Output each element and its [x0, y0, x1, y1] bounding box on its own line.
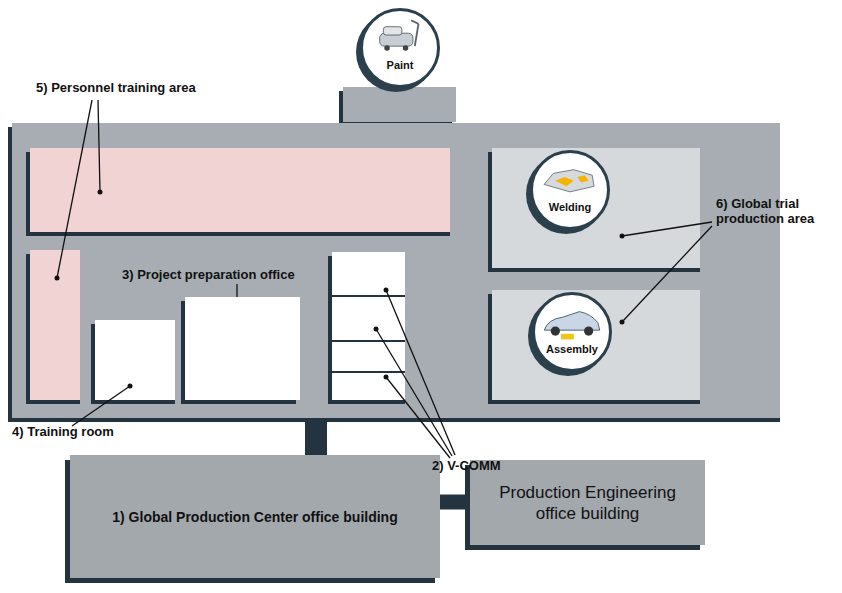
- leader-lines: [57, 100, 712, 458]
- room-name: 1) Global Production Center office build…: [112, 508, 397, 526]
- vcomm-block: [332, 252, 405, 400]
- process-circle: Assembly: [532, 292, 612, 372]
- callout-label: 6) Global trial production area: [716, 196, 826, 226]
- training-area: [30, 250, 80, 400]
- room-divider: [332, 295, 405, 297]
- leader-dots: [55, 190, 625, 389]
- callout-label: 5) Personnel training area: [36, 80, 276, 95]
- process-name: Assembly: [535, 343, 609, 356]
- building-box: 3) Project preparation office: [185, 297, 300, 400]
- paint-building: [343, 87, 456, 122]
- car-illustration: [533, 153, 607, 227]
- welding-area: [492, 148, 700, 268]
- callout-label: 2) V-COMM: [432, 458, 552, 473]
- assembly-area: [492, 290, 700, 400]
- link-bar: [305, 418, 327, 458]
- training-area: [30, 148, 450, 232]
- process-name: Welding: [533, 201, 607, 214]
- building-box: 1) Global Production Center office build…: [70, 455, 440, 578]
- process-circle: Paint: [360, 8, 440, 88]
- callout-label: 4) Training room: [12, 424, 172, 439]
- room-name: Production Engineering office building: [480, 482, 695, 524]
- training-room: [95, 320, 175, 400]
- link-bar: [440, 495, 470, 510]
- car-illustration: [535, 295, 609, 369]
- room-divider: [332, 340, 405, 342]
- process-name: Paint: [363, 59, 437, 72]
- room-divider: [332, 371, 405, 373]
- main-building: [12, 123, 780, 418]
- room-name: 3) Project preparation office: [122, 267, 295, 282]
- car-illustration: [363, 11, 437, 85]
- process-circle: Welding: [530, 150, 610, 230]
- building-box: Production Engineering office building: [470, 460, 705, 545]
